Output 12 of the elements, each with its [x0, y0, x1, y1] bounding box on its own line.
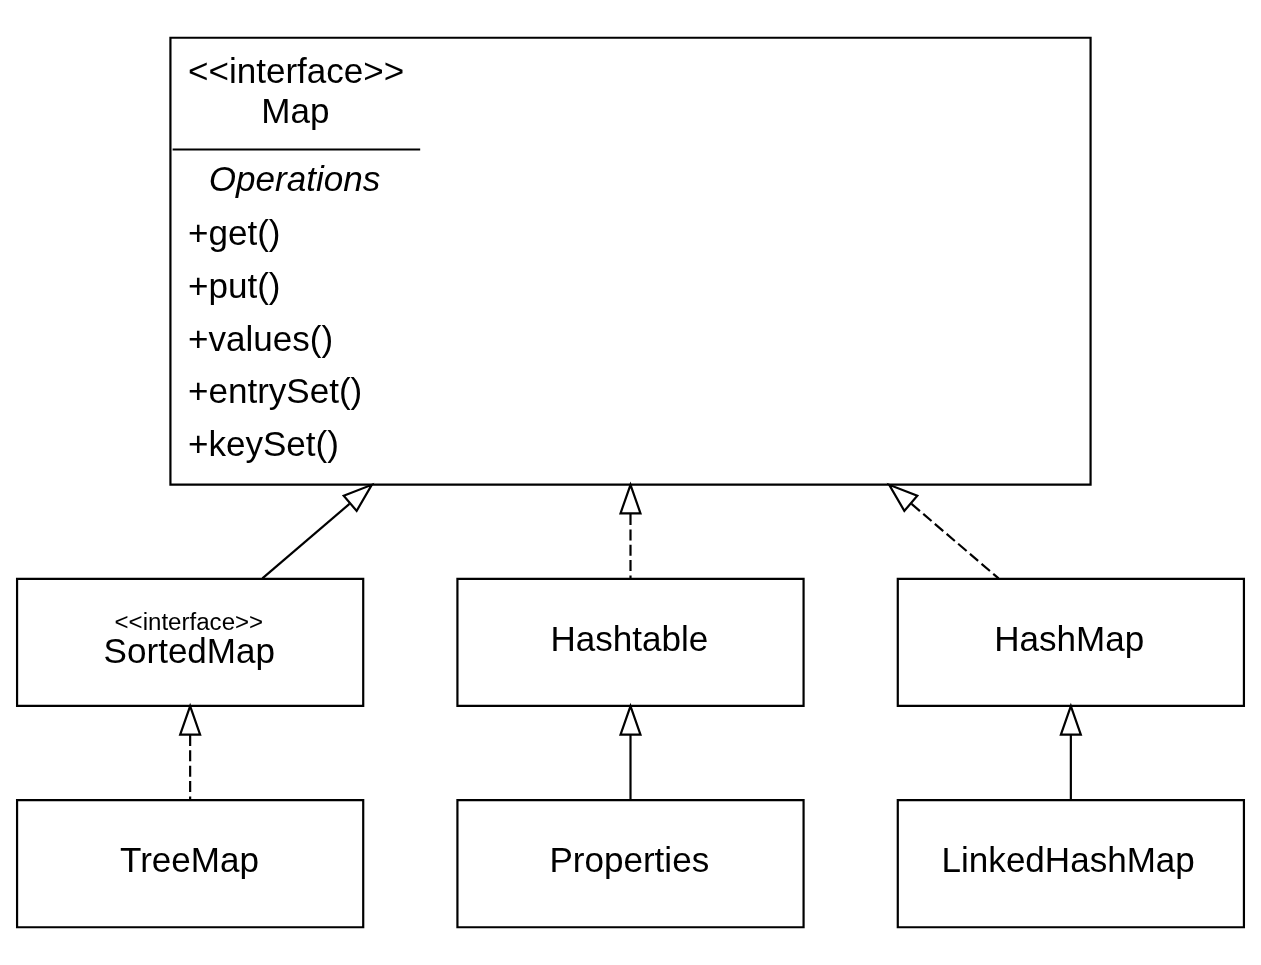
arrow	[261, 482, 375, 580]
node-box: Properties	[456, 799, 805, 929]
node-box: Hashtable	[456, 577, 805, 708]
node-box: HashMap	[896, 577, 1246, 708]
node-box: <<interface>> SortedMap	[15, 577, 365, 708]
node-box: LinkedHashMap	[896, 799, 1246, 929]
node-box: TreeMap	[15, 799, 365, 929]
arrow	[619, 702, 642, 800]
arrow	[619, 481, 642, 579]
arrow	[886, 482, 1000, 580]
arrow	[178, 702, 202, 800]
arrow	[1059, 702, 1083, 800]
